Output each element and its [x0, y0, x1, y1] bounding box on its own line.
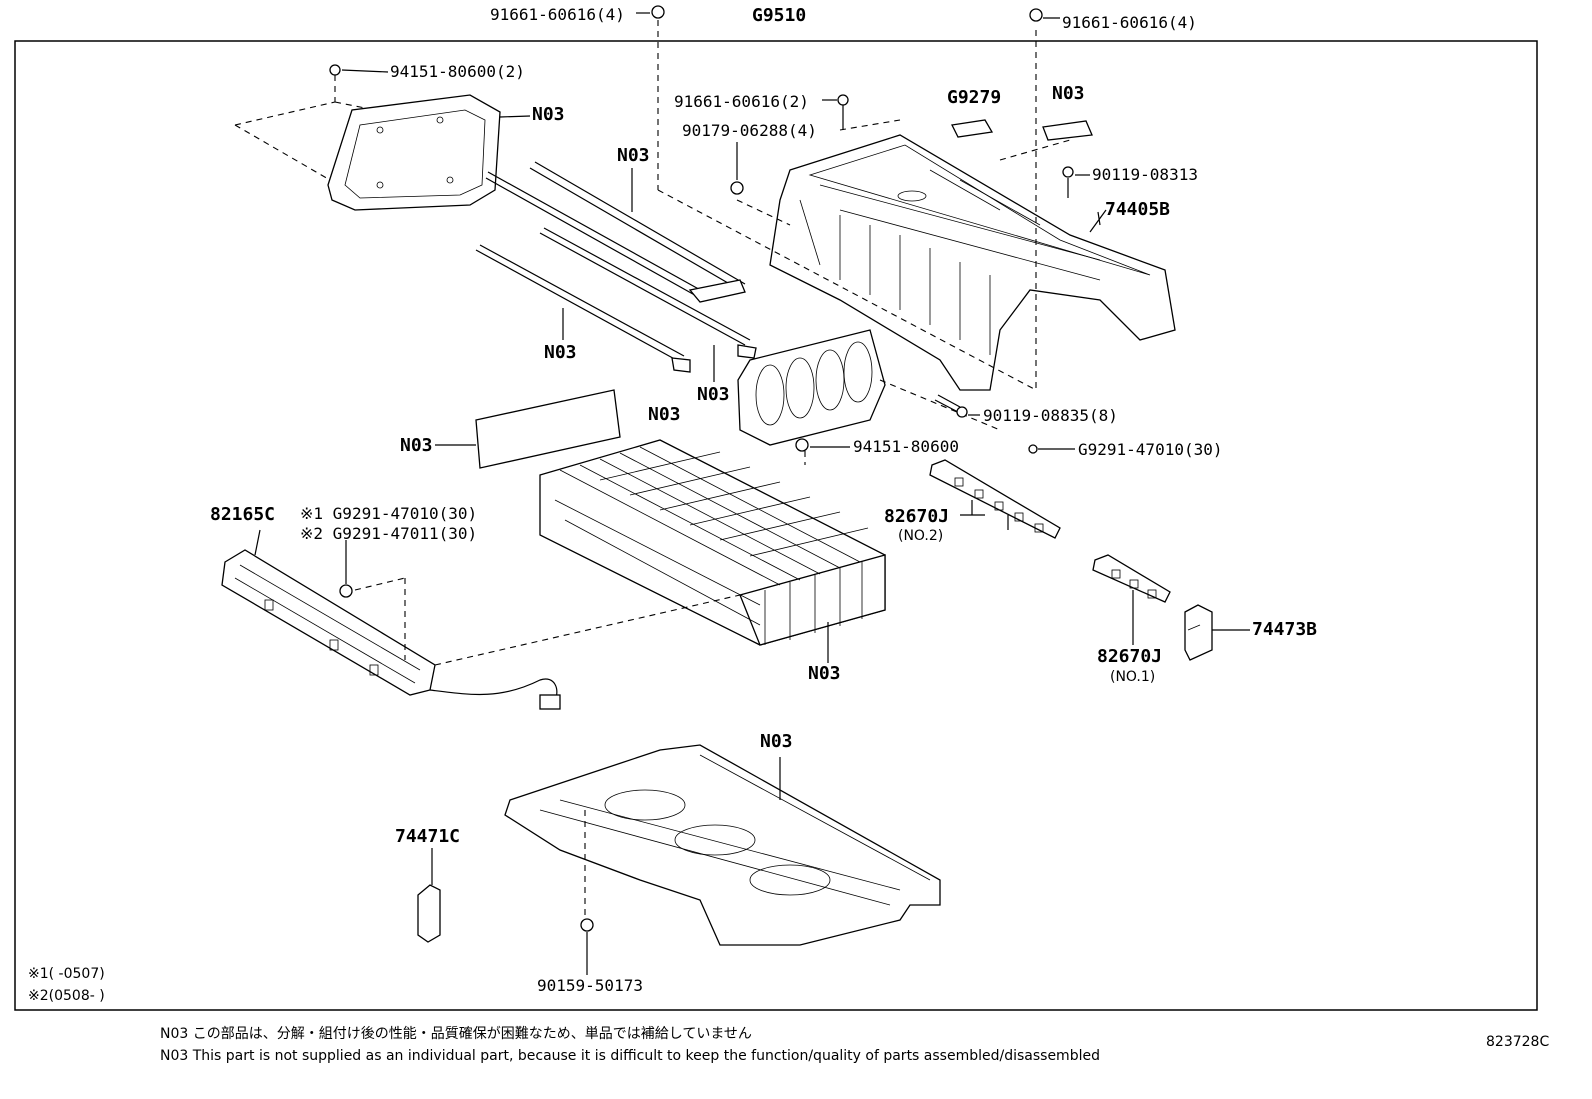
label-note1-part: ※1 G9291-47010(30): [300, 504, 478, 523]
label-connector-no1-sub: (NO.1): [1110, 669, 1156, 685]
label-bolt-90119-08835: 90119-08835(8): [983, 406, 1118, 425]
label-cover-74473b: 74473B: [1252, 619, 1318, 640]
lower-battery-tray: [504, 744, 941, 975]
bracket-74471c: [417, 848, 441, 943]
label-bus-82165c: 82165C: [210, 504, 276, 525]
label-nut-cover-end: 94151-80600(2): [390, 62, 525, 81]
upper-battery-cover: [657, 20, 1176, 391]
label-n03-plate: N03: [400, 435, 433, 456]
connector-82670j-no2: [929, 459, 1061, 539]
label-bolt-90119-08313: 90119-08313: [1092, 165, 1198, 184]
n03-top-plate: [1042, 120, 1093, 141]
label-nut-mid: 90179-06288(4): [682, 121, 817, 140]
figure-number: 823728C: [1486, 1034, 1550, 1050]
label-connector-no2-sub: (NO.2): [898, 528, 944, 544]
label-connector-82670j-no2: 82670J: [884, 506, 950, 527]
battery-end-cover: [234, 64, 531, 211]
label-n03-tray: N03: [760, 731, 793, 752]
connector-82670j-no1: [1092, 554, 1171, 645]
label-nut-94151-80600: 94151-80600: [853, 437, 959, 456]
legend-mark1: ※1( -0507): [28, 966, 105, 982]
label-n03-rod-mid: N03: [697, 384, 730, 405]
label-bolt-top-left: 91661-60616(4): [490, 5, 625, 24]
nut-94151-80600: [795, 438, 809, 452]
label-bolt-90159-50173: 90159-50173: [537, 976, 643, 995]
fasteners-top: [636, 5, 1107, 233]
battery-cell-stack: [539, 439, 886, 663]
legend-mark2: ※2(0508- ): [28, 988, 105, 1004]
terminal-cover-74473b: [1184, 604, 1250, 661]
insulation-plate: [435, 389, 621, 469]
label-n03-top-right: N03: [1052, 83, 1085, 104]
label-note2-part: ※2 G9291-47011(30): [300, 524, 478, 543]
label-n03-cells: N03: [808, 663, 841, 684]
tie-rods: [475, 161, 757, 382]
label-n03-bracket: N03: [648, 404, 681, 425]
end-bracket: [737, 329, 1001, 465]
nut-g9291-right: [1028, 444, 1038, 454]
label-n03-rods-top: N03: [617, 145, 650, 166]
label-connector-82670j-no1: 82670J: [1097, 646, 1163, 667]
footnote-japanese: N03 この部品は、分解・組付け後の性能・品質確保が困難なため、単品では補給して…: [160, 1026, 752, 1042]
label-g9291-47010-right: G9291-47010(30): [1078, 440, 1223, 459]
label-n03-cover-end: N03: [532, 104, 565, 125]
footnote-english: N03 This part is not supplied as an indi…: [160, 1048, 1100, 1064]
label-title-code: G9510: [752, 5, 807, 26]
label-bolt-top-right: 91661-60616(4): [1062, 13, 1197, 32]
label-cover-74405b: 74405B: [1105, 199, 1171, 220]
bus-bar-module: [221, 529, 741, 710]
label-bracket-74471c: 74471C: [395, 826, 461, 847]
label-bolt-mid: 91661-60616(2): [674, 92, 809, 111]
g9279-plate: [951, 119, 994, 138]
bolt-90119-08835: [934, 394, 980, 418]
label-n03-rod-lower: N03: [544, 342, 577, 363]
diagram-frame: [14, 40, 1538, 1011]
label-g9279: G9279: [947, 87, 1002, 108]
